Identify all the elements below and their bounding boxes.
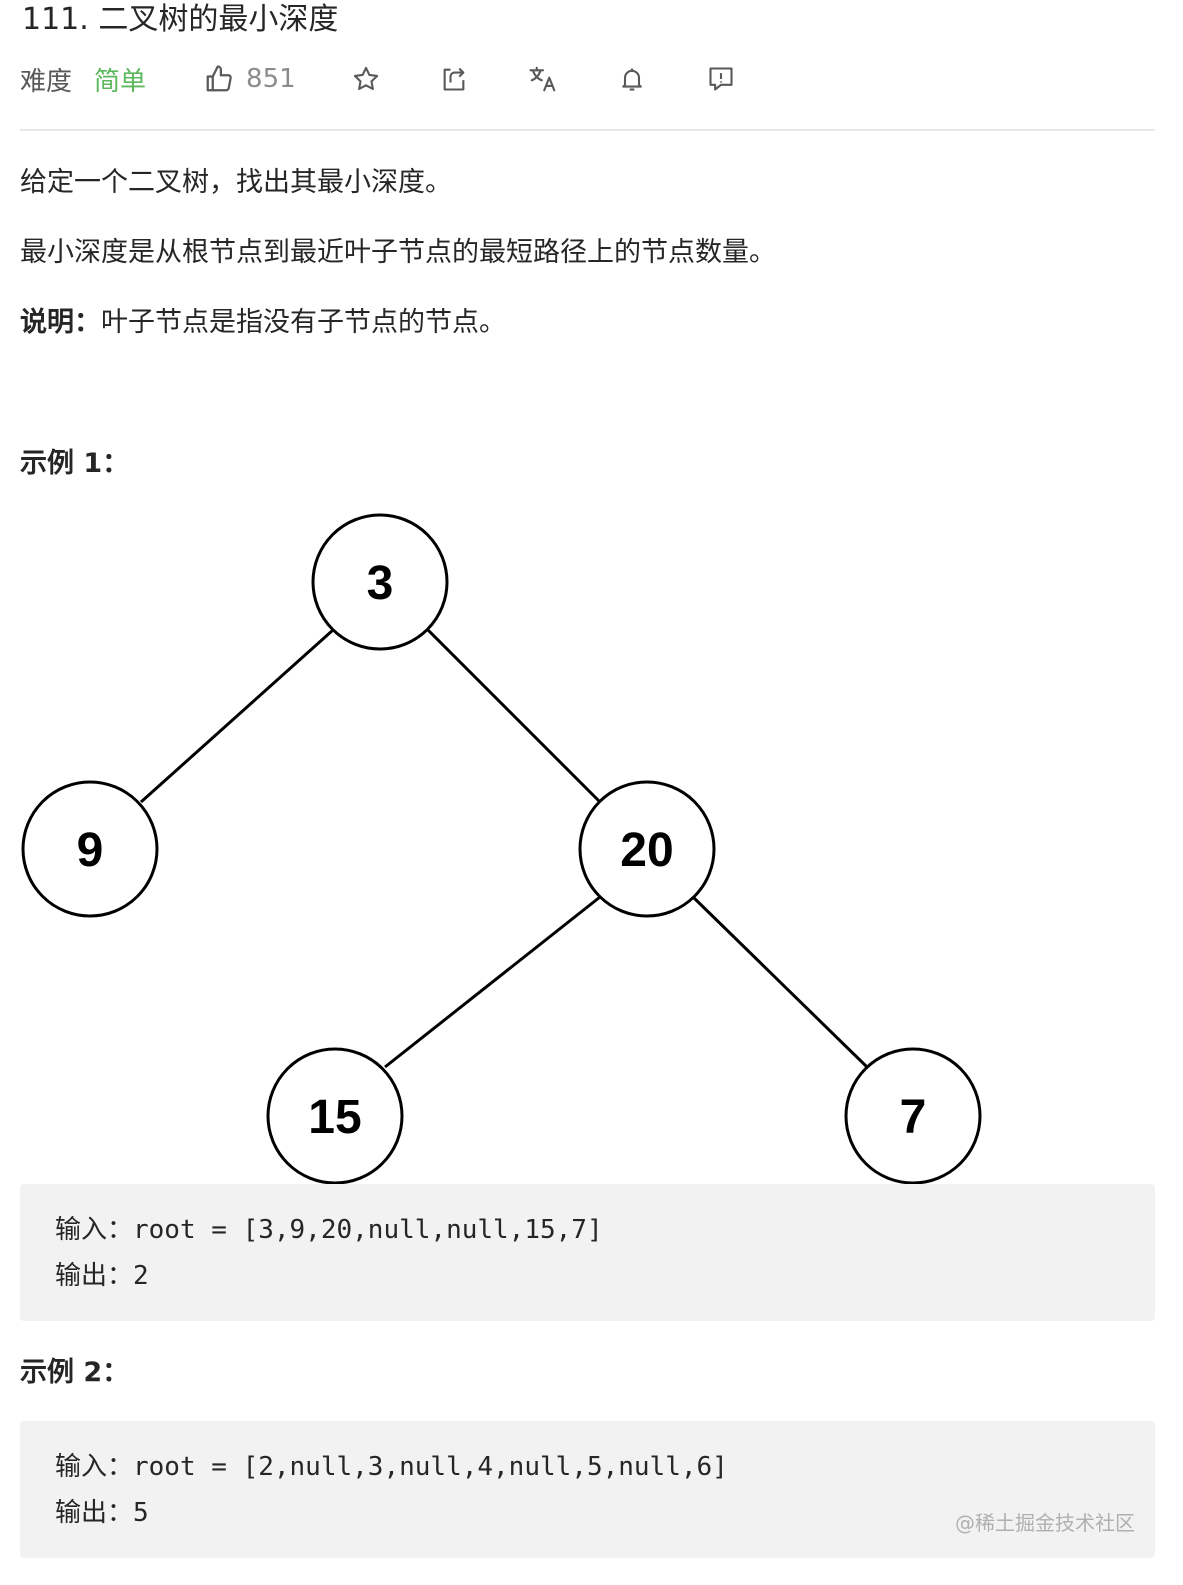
tree-node-label: 3 (367, 557, 394, 610)
example-1-input: 输入：root = [3,9,20,null,null,15,7] (55, 1215, 603, 1245)
tree-edge (691, 895, 869, 1069)
example-2-title: 示例 2： (20, 1357, 130, 1388)
example-1-tree-diagram: 3 9 20 15 7 (21, 513, 982, 1185)
description-line-1: 给定一个二叉树，找出其最小深度。 (20, 167, 452, 198)
like-button[interactable]: 851 (204, 64, 296, 94)
tree-node-circle (578, 780, 716, 918)
tree-edge (426, 628, 602, 804)
feedback-icon (709, 67, 733, 91)
difficulty-badge: 简单 (94, 66, 147, 97)
tree-node-circle (844, 1047, 982, 1185)
example-1-title: 示例 1： (20, 448, 130, 479)
translate-button[interactable] (525, 61, 561, 97)
example-1-output: 输出：2 (55, 1261, 149, 1291)
description-line-2: 最小深度是从根节点到最近叶子节点的最短路径上的节点数量。 (20, 237, 776, 268)
tree-node-circle (21, 780, 159, 918)
thumbs-up-icon (206, 65, 232, 92)
tree-node-label: 20 (620, 824, 673, 877)
watermark: @稀土掘金技术社区 (955, 1511, 1135, 1535)
tree-node-circle (266, 1047, 404, 1185)
description-note: 说明：叶子节点是指没有子节点的节点。 (20, 303, 506, 343)
tree-node-label: 9 (77, 824, 104, 877)
tree-node-label: 7 (900, 1091, 927, 1144)
share-icon (443, 67, 465, 91)
like-count: 851 (246, 64, 296, 94)
share-button[interactable] (436, 61, 472, 97)
note-text: 叶子节点是指没有子节点的节点。 (101, 307, 506, 338)
star-icon (353, 66, 378, 90)
difficulty-label: 难度 (20, 66, 73, 97)
favorite-button[interactable] (348, 61, 384, 97)
problem-title: 111. 二叉树的最小深度 (22, 2, 339, 37)
example-1-code-block: 输入：root = [3,9,20,null,null,15,7] 输出：2 (20, 1184, 1155, 1321)
problem-meta-bar: 难度 简单 851 (20, 58, 739, 100)
tree-node-label: 15 (308, 1091, 361, 1144)
tree-edge (384, 895, 601, 1069)
bell-icon (621, 68, 642, 91)
translate-icon (529, 66, 555, 92)
example-2-code-block: 输入：root = [2,null,3,null,4,null,5,null,6… (20, 1421, 1155, 1558)
subscribe-button[interactable] (614, 61, 650, 97)
note-label: 说明： (20, 307, 101, 338)
header-divider (20, 129, 1155, 131)
tree-node-circle (311, 513, 449, 651)
feedback-button[interactable] (703, 61, 739, 97)
example-2-output: 输出：5 (55, 1498, 149, 1528)
example-2-input: 输入：root = [2,null,3,null,4,null,5,null,6… (55, 1452, 728, 1482)
tree-edge (139, 628, 335, 804)
